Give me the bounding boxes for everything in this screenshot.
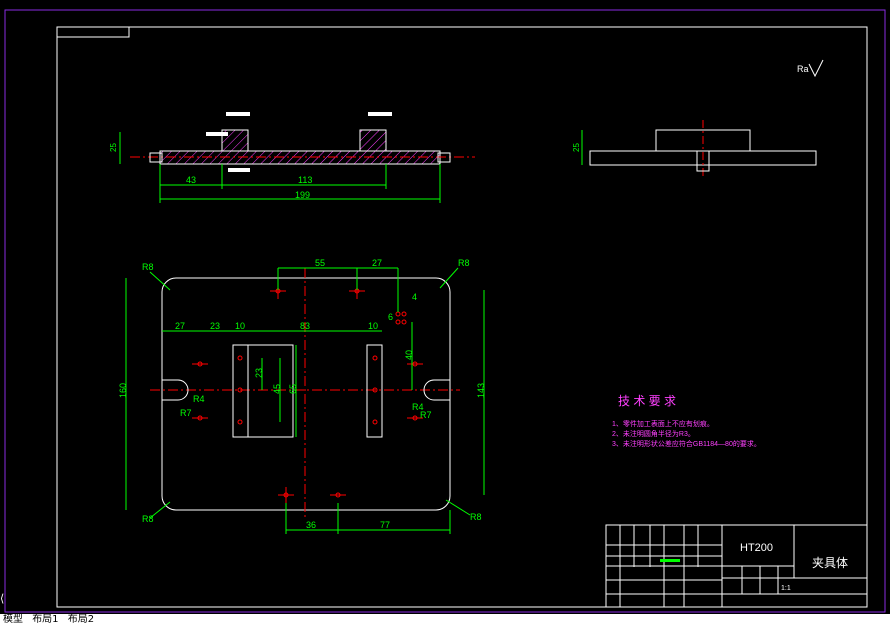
surface-finish-symbol: Ra (797, 59, 824, 78)
title-material: HT200 (740, 542, 773, 554)
svg-text:55: 55 (315, 258, 325, 268)
title-scale: 1:1 (781, 585, 791, 592)
svg-text:113: 113 (298, 175, 312, 185)
svg-text:Ra: Ra (797, 64, 809, 74)
svg-text:R8: R8 (142, 514, 154, 524)
svg-text:199: 199 (295, 190, 310, 200)
tab-layout-1[interactable]: 布局1 (32, 614, 59, 625)
svg-text:45: 45 (272, 384, 282, 394)
svg-text:83: 83 (300, 321, 310, 331)
svg-text:R8: R8 (458, 258, 470, 268)
svg-text:160: 160 (118, 383, 128, 398)
svg-text:R7: R7 (180, 408, 192, 418)
side-view: 25 (572, 120, 817, 178)
svg-text:40: 40 (404, 350, 414, 360)
svg-text:77: 77 (380, 520, 390, 530)
svg-text:23: 23 (210, 321, 220, 331)
front-view: 25 43 113 199 (109, 112, 475, 203)
layout-tab-bar: 模型 布局1 布局2 (0, 614, 890, 626)
svg-text:R8: R8 (470, 512, 482, 522)
svg-text:25: 25 (572, 143, 581, 152)
svg-text:25: 25 (109, 143, 118, 152)
svg-text:R4: R4 (193, 394, 205, 404)
tab-layout-2[interactable]: 布局2 (67, 614, 95, 625)
svg-text:3、未注明形状公差应符合GB1184—80的要求。: 3、未注明形状公差应符合GB1184—80的要求。 (612, 439, 761, 448)
svg-text:36: 36 (306, 520, 316, 530)
svg-text:R8: R8 (142, 262, 154, 272)
svg-text:10: 10 (235, 321, 245, 331)
drawing-frame (56, 26, 868, 608)
title-part-name: 夹具体 (812, 556, 848, 570)
sheet-border (4, 9, 886, 613)
title-block (605, 524, 868, 608)
svg-text:6: 6 (388, 312, 393, 322)
svg-text:R4: R4 (412, 402, 424, 412)
tab-model[interactable]: 模型 (3, 614, 23, 625)
tech-requirements: 技 术 要 求 1、零件加工表面上不应有划痕。 2、未注明圆角半径为R3。 3、… (612, 394, 761, 448)
frame-corner-tag (56, 26, 130, 38)
svg-text:4: 4 (412, 292, 417, 302)
svg-text:27: 27 (372, 258, 382, 268)
svg-text:2、未注明圆角半径为R3。: 2、未注明圆角半径为R3。 (612, 429, 695, 438)
svg-text:143: 143 (476, 383, 486, 398)
svg-text:1、零件加工表面上不应有划痕。: 1、零件加工表面上不应有划痕。 (612, 419, 714, 428)
plan-view: R8 R8 R8 R8 55 27 4 6 27 23 10 83 10 40 … (118, 258, 486, 534)
svg-text:R7: R7 (420, 410, 432, 420)
tab-nav-left-icon[interactable]: ⟨ (0, 593, 5, 605)
svg-text:65: 65 (288, 384, 298, 394)
svg-text:技 术 要 求: 技 术 要 求 (618, 394, 676, 408)
svg-text:23: 23 (254, 368, 264, 378)
svg-text:27: 27 (175, 321, 185, 331)
svg-text:43: 43 (186, 175, 196, 185)
svg-text:10: 10 (368, 321, 378, 331)
